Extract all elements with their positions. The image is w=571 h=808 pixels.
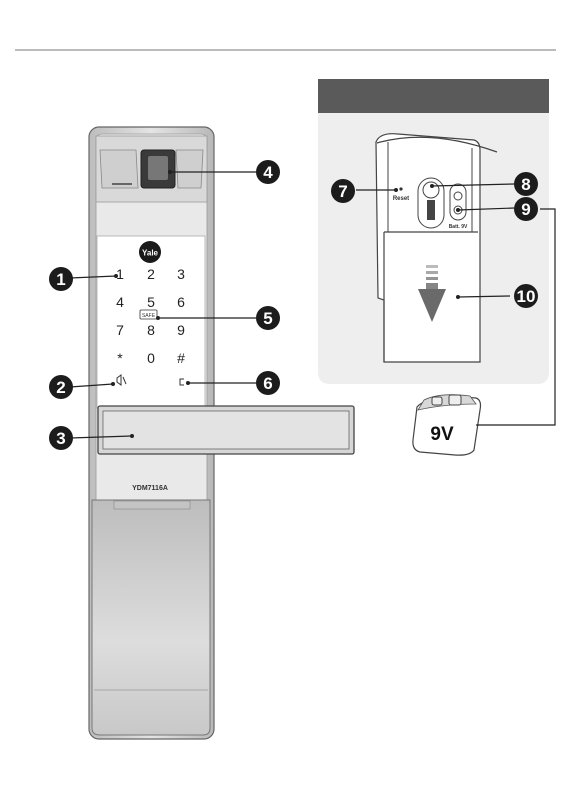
callout-number: 8 — [521, 175, 530, 194]
rear-panel-header — [318, 79, 549, 113]
keypad-key: 5 — [147, 294, 155, 310]
callout-number: 7 — [338, 182, 347, 201]
callout-number: 3 — [56, 429, 65, 448]
front-lock-unit: Yale 1 2 3 4 5 6 7 8 9 * 0 # SAFE YDM7116A — [89, 127, 354, 739]
safe-icon-label: SAFE — [142, 313, 156, 319]
keypad-key: 4 — [116, 294, 124, 310]
keypad-key: # — [177, 350, 185, 366]
callout-number: 6 — [263, 374, 272, 393]
rear-panel: Reset Batt. 9V — [318, 79, 549, 384]
reset-label: Reset — [393, 196, 409, 202]
lower-cover — [92, 500, 210, 735]
battery-label: 9V — [430, 424, 454, 445]
keypad-key: 3 — [177, 266, 185, 282]
battery-port — [450, 184, 466, 220]
model-label: YDM7116A — [132, 485, 168, 492]
keypad-key: 7 — [116, 322, 124, 338]
keypad-key: * — [117, 350, 123, 366]
keypad-key: 0 — [147, 350, 155, 366]
keypad-key: 2 — [147, 266, 155, 282]
callout-number: 9 — [521, 200, 530, 219]
brand-logo-text: Yale — [142, 249, 159, 258]
callout-number: 4 — [263, 163, 273, 182]
keypad-key: 9 — [177, 322, 185, 338]
keypad-key: 6 — [177, 294, 185, 310]
callout-number: 5 — [263, 309, 272, 328]
battery-9v: 9V — [413, 395, 481, 455]
keypad-key: 8 — [147, 322, 155, 338]
callout-number: 10 — [517, 287, 536, 306]
battery-port-label: Batt. 9V — [449, 224, 468, 230]
keypad-key: 1 — [116, 266, 124, 282]
callout-number: 2 — [56, 378, 65, 397]
rear-lock-body — [376, 134, 480, 362]
callout-number: 1 — [56, 270, 65, 289]
